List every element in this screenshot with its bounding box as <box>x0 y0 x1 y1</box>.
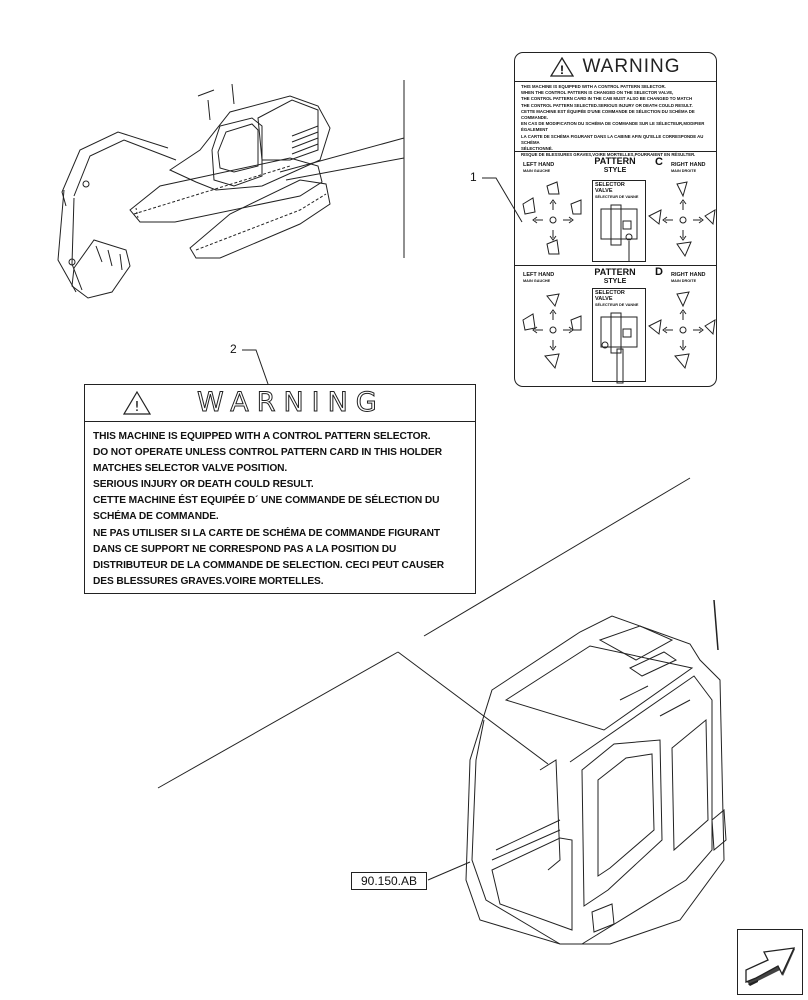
callout-2-leader <box>242 349 269 385</box>
next-page-button[interactable] <box>737 929 803 995</box>
decal-large-header: ! WARNING <box>85 385 475 422</box>
decal-large-line: DISTRIBUTEUR DE LA COMMANDE DE SELECTION… <box>93 559 444 571</box>
svg-text:!: ! <box>560 63 564 77</box>
next-page-arrow-icon <box>745 947 796 986</box>
decal-large-line: SERIOUS INJURY OR DEATH COULD RESULT. <box>93 479 314 491</box>
decal-small-line: EN CAS DE MODIFICATION DU SCHÉMA DE COMM… <box>521 121 705 133</box>
decal-large-line: THIS MACHINE IS EQUIPPED WITH A CONTROL … <box>93 431 431 442</box>
decal-small-line: SÉLECTIONNÉ. <box>521 146 553 152</box>
pattern-letter: C <box>655 156 663 168</box>
decal-small-header: ! WARNING <box>515 53 716 82</box>
decal-separator <box>515 151 716 152</box>
decal-large-text: THIS MACHINE IS EQUIPPED WITH A CONTROL … <box>93 429 473 590</box>
decal-large-line: DANS CE SUPPORT NE CORRESPOND PAS A LA P… <box>93 543 397 555</box>
pattern-label: PATTERN STYLE <box>594 267 636 286</box>
left-hand-control-diagram <box>522 181 582 255</box>
decal-large-line: SCHÉMA DE COMMANDE. <box>93 511 219 523</box>
decal-large-line: MATCHES SELECTOR VALVE POSITION. <box>93 463 288 475</box>
decal-separator <box>515 265 716 266</box>
right-hand-control-diagram <box>648 181 716 258</box>
warning-triangle-icon: ! <box>123 391 151 415</box>
decal-small-line: THE CONTROL PATTERN SELECTED.SERIOUS INJ… <box>521 102 693 108</box>
reference-leader <box>427 861 471 881</box>
decal-small-line: THE CONTROL PATTERN CARD IN THE CAB MUST… <box>521 96 693 102</box>
perspective-line-left <box>157 651 399 789</box>
reference-link-box[interactable]: 90.150.AB <box>351 872 427 890</box>
warning-decal-small: ! WARNING THIS MACHINE IS EQUIPPED WITH … <box>514 52 717 387</box>
warning-decal-large: ! WARNING THIS MACHINE IS EQUIPPED WITH … <box>84 384 476 594</box>
warning-triangle-icon: ! <box>550 57 575 77</box>
leader-line-top <box>279 137 405 173</box>
decal-large-line: NE PAS UTILISER SI LA CARTE DE SCHÉMA DE… <box>93 527 440 539</box>
perspective-line-inner <box>397 651 549 765</box>
cab-illustration <box>465 599 727 945</box>
pattern-label: PATTERN STYLE <box>594 156 636 175</box>
excavator-illustration <box>57 83 331 299</box>
leader-line-bottom <box>285 157 405 181</box>
decal-small-line: LA CARTE DE SCHÉMA FIGURANT DANS LA CABI… <box>521 133 704 145</box>
selector-valve-icon <box>600 312 638 384</box>
pattern-letter: D <box>655 266 663 278</box>
callout-1-leader <box>482 177 523 223</box>
callout-2: 2 <box>230 342 237 356</box>
svg-text:!: ! <box>134 400 139 415</box>
selector-valve-icon <box>600 204 638 261</box>
decal-small-line: CETTE MACHINE EST ÉQUIPÉE D'UNE COMMANDE… <box>521 108 695 121</box>
decal-small-line: WHEN THE CONTROL PATTERN IS CHANGED ON T… <box>521 90 674 96</box>
decal-large-heading: WARNING <box>197 387 385 419</box>
decal-small-line: THIS MACHINE IS EQUIPPED WITH A CONTROL … <box>521 84 666 89</box>
decal-large-line: DO NOT OPERATE UNLESS CONTROL PATTERN CA… <box>93 447 442 459</box>
decal-large-line: DES BLESSURES GRAVES.VOIRE MORTELLES. <box>93 575 324 587</box>
decal-large-line: CETTE MACHINE ÉST EQUIPÉE D´ UNE COMMAND… <box>93 495 440 507</box>
decal-small-text: THIS MACHINE IS EQUIPPED WITH A CONTROL … <box>521 84 711 158</box>
left-hand-control-diagram <box>522 293 582 370</box>
right-hand-control-diagram <box>648 291 716 370</box>
decal-small-heading: WARNING <box>582 56 681 77</box>
decal-small-line: RISQUE DE BLESSURES GRAVES,VOIRE MORTELL… <box>521 152 696 158</box>
perspective-line-top <box>423 477 691 637</box>
callout-1: 1 <box>470 170 477 184</box>
